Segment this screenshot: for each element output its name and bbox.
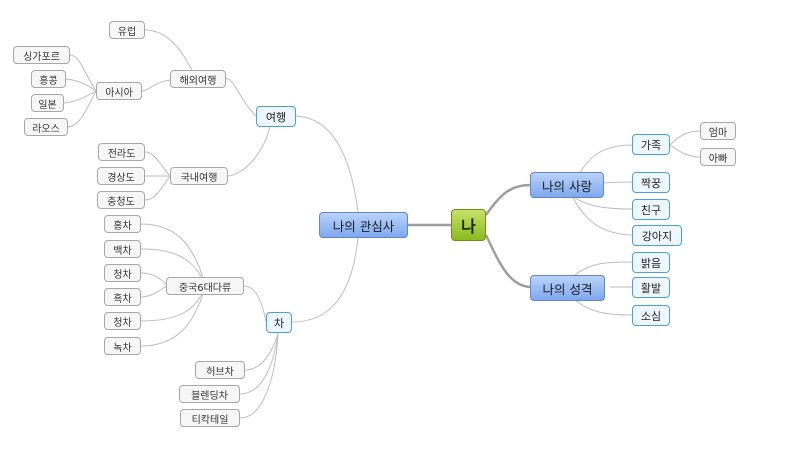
leaf-herb-tea[interactable]: 허브차 (195, 361, 245, 379)
leaf-heukcha[interactable]: 흑차 (104, 288, 141, 306)
link-overseas-europe (144, 29, 197, 79)
leaf-europe[interactable]: 유럽 (109, 21, 145, 39)
link-interest-tea (291, 237, 359, 323)
link-china-hongcha (140, 223, 206, 285)
leaf-jeolla[interactable]: 전라도 (98, 143, 145, 161)
link-tea-china (243, 285, 267, 323)
leaf-puppy[interactable]: 강아지 (632, 225, 682, 246)
root-node[interactable]: 나 (451, 209, 486, 241)
leaf-blending-tea[interactable]: 블렌딩차 (179, 385, 240, 403)
link-asia-singapore (69, 54, 97, 92)
link-love-puppy (571, 195, 633, 236)
leaf-japan[interactable]: 일본 (31, 94, 64, 112)
link-china-heukcha (140, 285, 167, 298)
link-tea-blend (239, 332, 279, 395)
leaf-dad[interactable]: 아빠 (700, 148, 736, 166)
topic-china-six-teas[interactable]: 중국6대다류 (166, 277, 244, 295)
main-topic-interests[interactable]: 나의 관심사 (319, 212, 408, 238)
leaf-singapore[interactable]: 싱가포르 (13, 46, 70, 64)
topic-overseas-travel[interactable]: 해외여행 (170, 70, 226, 88)
link-asia-japan (63, 90, 97, 104)
link-domestic-jeolla (144, 151, 171, 177)
link-personality-bright (574, 261, 633, 276)
link-travel-domestic (227, 125, 271, 177)
leaf-baekcha[interactable]: 백차 (104, 240, 141, 258)
leaf-tea-cocktail[interactable]: 티칵테일 (180, 409, 240, 427)
leaf-mom[interactable]: 엄마 (700, 122, 736, 140)
topic-family[interactable]: 가족 (632, 134, 670, 155)
main-topic-personality[interactable]: 나의 성격 (530, 275, 605, 301)
link-love-friend (571, 195, 633, 210)
link-domestic-chungcheong (144, 175, 171, 201)
leaf-laos[interactable]: 라오스 (24, 118, 68, 136)
link-overseas-asia (141, 79, 171, 92)
link-personality-timid (574, 299, 633, 316)
leaf-jjakkkung[interactable]: 짝꿍 (632, 172, 670, 193)
main-topic-love[interactable]: 나의 사랑 (530, 172, 604, 198)
leaf-chungcheong[interactable]: 충청도 (97, 191, 145, 209)
leaf-friend[interactable]: 친구 (632, 199, 670, 220)
leaf-cheongcha[interactable]: 청차 (104, 264, 141, 282)
link-china-nokcha (140, 287, 206, 347)
link-root-personality (484, 234, 531, 289)
leaf-hongcha[interactable]: 홍차 (104, 215, 141, 233)
leaf-hongkong[interactable]: 홍콩 (31, 70, 66, 88)
link-asia-hongkong (65, 78, 97, 92)
leaf-active[interactable]: 활발 (632, 277, 670, 298)
leaf-bright[interactable]: 밝음 (632, 252, 670, 273)
link-family-dad (669, 144, 701, 158)
link-china-cheongcha (140, 272, 167, 285)
link-asia-laos (67, 90, 97, 128)
link-love-jjak (603, 181, 633, 184)
link-root-love (484, 183, 531, 216)
link-tea-cocktail (239, 332, 279, 419)
leaf-cheongcha-2[interactable]: 청차 (104, 312, 141, 330)
link-family-mom (669, 130, 701, 146)
link-tea-herb (244, 332, 279, 371)
topic-tea[interactable]: 차 (266, 312, 292, 333)
topic-asia[interactable]: 아시아 (96, 82, 142, 100)
link-travel-overseas (225, 77, 257, 117)
leaf-nokcha[interactable]: 녹차 (104, 337, 141, 355)
topic-travel[interactable]: 여행 (256, 106, 296, 127)
link-love-family (579, 144, 633, 174)
leaf-gyeongsang[interactable]: 경상도 (97, 167, 145, 185)
topic-domestic-travel[interactable]: 국내여행 (170, 167, 228, 185)
leaf-timid[interactable]: 소심 (632, 305, 670, 326)
link-interest-travel (295, 115, 359, 213)
